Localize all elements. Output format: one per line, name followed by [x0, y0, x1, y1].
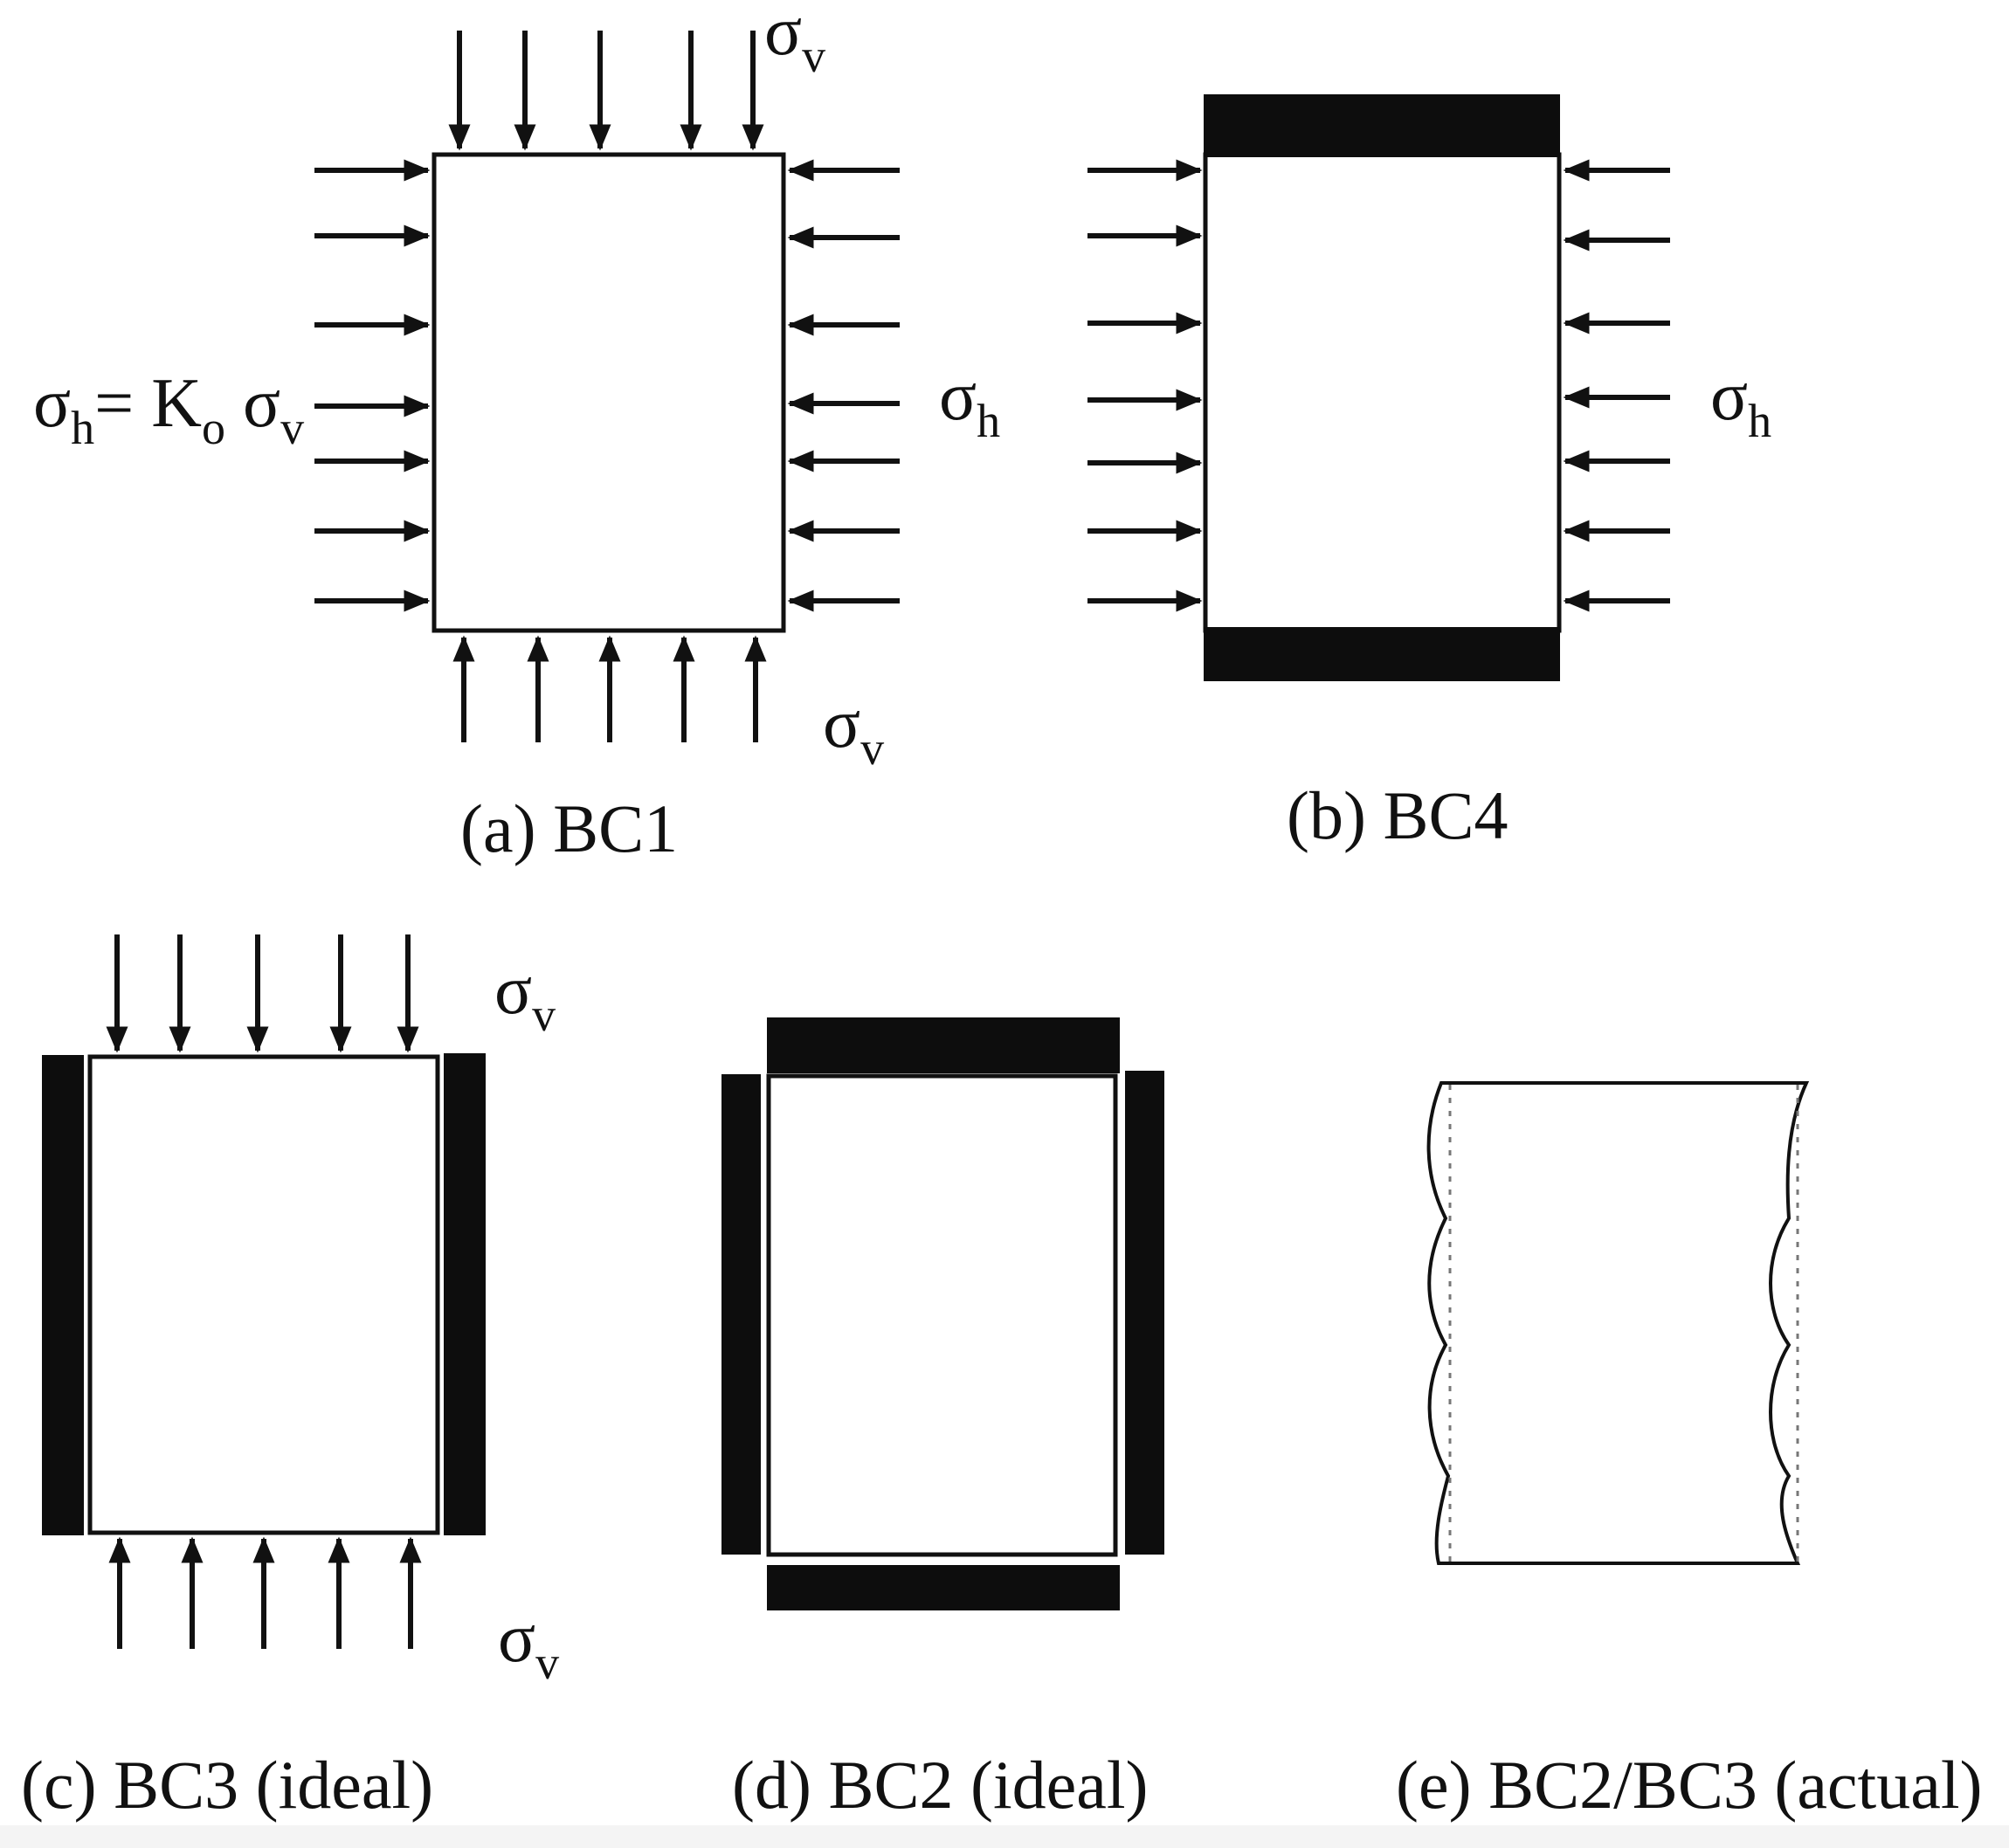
panel-a-sigma-h-equation: σh= Ko σv [33, 365, 304, 454]
panel-d-bc2-ideal: (d) BC2 (ideal) [721, 1017, 1164, 1823]
panel-b-caption: (b) BC4 [1287, 777, 1508, 853]
panel-b-right-arrows [1563, 159, 1670, 612]
panel-a-top-arrows [448, 31, 764, 151]
panel-e-bc2-bc3-actual: (e) BC2/BC3 (actual) [1396, 1081, 1983, 1823]
panel-a-sigma-v-top-label: σv [764, 0, 825, 82]
panel-c-top-arrows [106, 934, 419, 1053]
panel-a-right-arrows [787, 159, 900, 612]
panel-a-sigma-v-bottom-label: σv [823, 686, 884, 775]
panel-b-sigma-h-label: σh [1710, 358, 1771, 447]
panel-a-sigma-h-right-label: σh [939, 358, 1000, 447]
panel-d-right-plate [1125, 1071, 1164, 1555]
panel-d-caption: (d) BC2 (ideal) [732, 1747, 1149, 1823]
panel-b-bc4: σh (b) BC4 [1087, 94, 1771, 853]
panel-b-left-arrows [1087, 159, 1203, 612]
panel-c-specimen [87, 1054, 440, 1535]
panel-c-right-plate [444, 1053, 486, 1535]
panel-c-sigma-v-top-label: σv [494, 952, 556, 1041]
panel-a-caption: (a) BC1 [460, 790, 678, 866]
panel-a-bc1: σv σh= Ko σv σh σv (a) BC1 [33, 0, 1000, 866]
panel-c-caption: (c) BC3 (ideal) [21, 1747, 433, 1823]
bottom-strip [0, 1825, 2009, 1848]
panel-b-top-plate [1204, 94, 1560, 157]
panel-d-specimen [766, 1073, 1118, 1557]
panel-d-left-plate [721, 1074, 761, 1555]
panel-d-bottom-plate [767, 1565, 1120, 1610]
panel-a-bottom-arrows [452, 635, 767, 742]
panel-a-left-arrows [314, 159, 431, 612]
panel-c-bc3-ideal: σv σv (c) BC3 (ideal) [21, 934, 559, 1823]
panel-c-sigma-v-bottom-label: σv [498, 1600, 559, 1689]
panel-b-specimen [1203, 152, 1562, 633]
panel-d-top-plate [767, 1017, 1120, 1073]
panel-b-bottom-plate [1204, 627, 1560, 681]
panel-e-deformed-outline [1426, 1081, 1810, 1565]
panel-e-caption: (e) BC2/BC3 (actual) [1396, 1747, 1983, 1823]
panel-a-specimen [431, 152, 786, 633]
panel-c-left-plate [42, 1055, 84, 1535]
panel-c-bottom-arrows [108, 1536, 422, 1649]
